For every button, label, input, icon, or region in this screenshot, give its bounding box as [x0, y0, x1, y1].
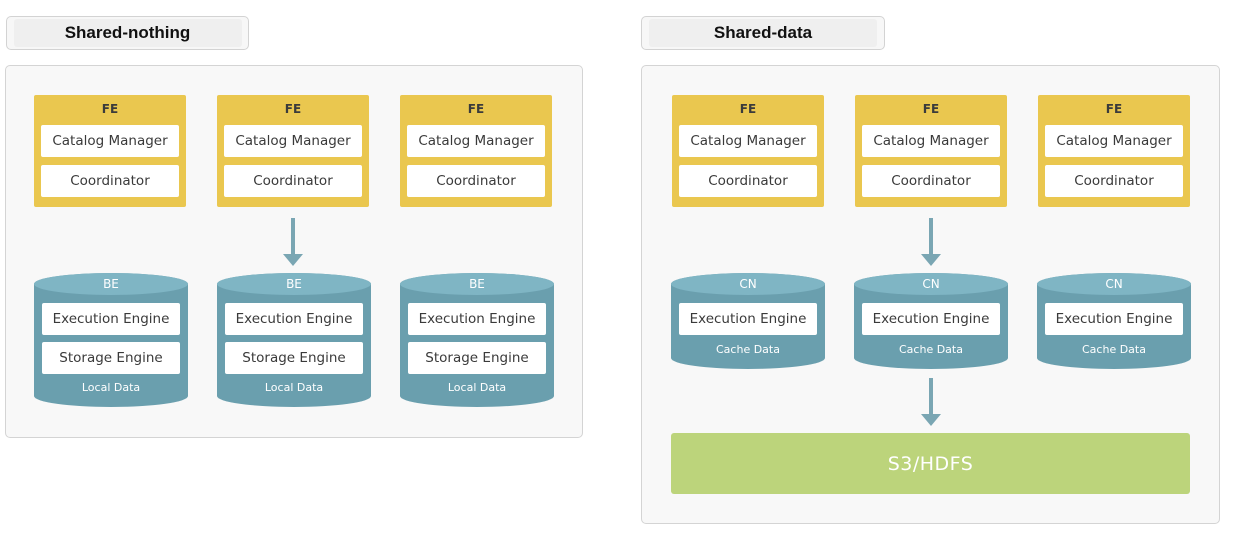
catalog-manager-box: Catalog Manager	[224, 125, 362, 157]
fe-node: FE Catalog Manager Coordinator	[672, 95, 824, 207]
cn-node: CN Execution Engine Cache Data	[671, 273, 825, 369]
execution-engine-box: Execution Engine	[408, 303, 546, 335]
coordinator-box: Coordinator	[679, 165, 817, 197]
fe-node-title: FE	[101, 102, 119, 116]
cn-node: CN Execution Engine Cache Data	[854, 273, 1008, 369]
catalog-manager-box: Catalog Manager	[41, 125, 179, 157]
execution-engine-box: Execution Engine	[42, 303, 180, 335]
shared-data-title: Shared-data	[649, 19, 877, 47]
cn-node: CN Execution Engine Cache Data	[1037, 273, 1191, 369]
fe-node: FE Catalog Manager Coordinator	[400, 95, 552, 207]
coordinator-box: Coordinator	[1045, 165, 1183, 197]
fe-node-title: FE	[1105, 102, 1123, 116]
catalog-manager-box: Catalog Manager	[1045, 125, 1183, 157]
fe-node-title: FE	[922, 102, 940, 116]
coordinator-box: Coordinator	[41, 165, 179, 197]
coordinator-box: Coordinator	[407, 165, 545, 197]
coordinator-box: Coordinator	[862, 165, 1000, 197]
cache-data-label: Cache Data	[899, 343, 963, 356]
fe-node: FE Catalog Manager Coordinator	[1038, 95, 1190, 207]
local-data-label: Local Data	[81, 381, 141, 394]
s3-hdfs-storage: S3/HDFS	[671, 433, 1190, 494]
be-node: BE Execution Engine Storage Engine Local…	[34, 273, 188, 407]
storage-engine-box: Storage Engine	[42, 342, 180, 374]
fe-node: FE Catalog Manager Coordinator	[217, 95, 369, 207]
be-node-title: BE	[469, 277, 485, 291]
arrow-down-icon	[921, 218, 941, 266]
local-data-label: Local Data	[264, 381, 324, 394]
storage-engine-box: Storage Engine	[225, 342, 363, 374]
execution-engine-box: Execution Engine	[225, 303, 363, 335]
cn-node-title: CN	[1105, 277, 1123, 291]
arrow-down-icon	[921, 378, 941, 426]
execution-engine-box: Execution Engine	[679, 303, 817, 335]
be-node: BE Execution Engine Storage Engine Local…	[400, 273, 554, 407]
be-node-title: BE	[103, 277, 119, 291]
local-data-label: Local Data	[447, 381, 507, 394]
cn-node-title: CN	[922, 277, 940, 291]
storage-engine-box: Storage Engine	[408, 342, 546, 374]
cn-node-title: CN	[739, 277, 757, 291]
be-node-title: BE	[286, 277, 302, 291]
catalog-manager-box: Catalog Manager	[679, 125, 817, 157]
catalog-manager-box: Catalog Manager	[407, 125, 545, 157]
fe-node-title: FE	[467, 102, 485, 116]
fe-node: FE Catalog Manager Coordinator	[34, 95, 186, 207]
shared-nothing-title: Shared-nothing	[13, 19, 242, 47]
shared-data-tab: Shared-data	[641, 16, 885, 50]
execution-engine-box: Execution Engine	[1045, 303, 1183, 335]
be-node: BE Execution Engine Storage Engine Local…	[217, 273, 371, 407]
fe-node: FE Catalog Manager Coordinator	[855, 95, 1007, 207]
arrow-down-icon	[283, 218, 303, 266]
execution-engine-box: Execution Engine	[862, 303, 1000, 335]
cache-data-label: Cache Data	[1082, 343, 1146, 356]
cache-data-label: Cache Data	[716, 343, 780, 356]
fe-node-title: FE	[739, 102, 757, 116]
shared-nothing-tab: Shared-nothing	[6, 16, 249, 50]
fe-node-title: FE	[284, 102, 302, 116]
coordinator-box: Coordinator	[224, 165, 362, 197]
catalog-manager-box: Catalog Manager	[862, 125, 1000, 157]
